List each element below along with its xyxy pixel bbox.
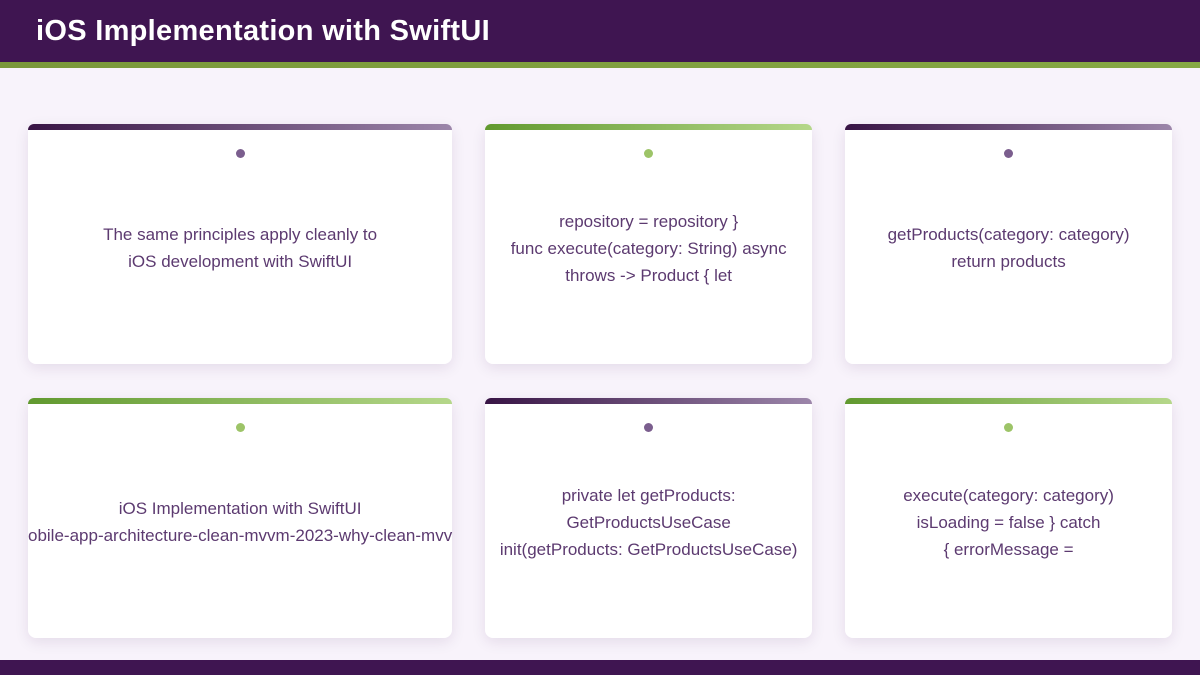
footer-strip xyxy=(0,660,1200,675)
card-accent-bar xyxy=(28,398,453,404)
card-line: The same principles apply cleanly to xyxy=(103,225,378,244)
card-line: iOS Implementation with SwiftUI xyxy=(118,499,362,518)
card-line-overflowing: obile-app-architecture-clean-mvvm-2023-w… xyxy=(28,526,453,545)
card-2: repository = repository } func execute(c… xyxy=(485,124,813,364)
bullet-dot-icon xyxy=(1004,423,1014,432)
card-3: getProducts(category: category) return p… xyxy=(845,124,1172,364)
card-accent-bar xyxy=(845,124,1172,130)
card-line: { errorMessage = xyxy=(943,539,1074,559)
card-line: func execute(category: String) async xyxy=(510,238,787,258)
card-line: iOS development with SwiftUI xyxy=(128,252,353,271)
card-grid: The same principles apply cleanly to iOS… xyxy=(0,124,1200,638)
header-divider xyxy=(0,62,1200,68)
card-line: GetProductsUseCase xyxy=(566,512,731,532)
card-text: iOS Implementation with SwiftUI obile-ap… xyxy=(28,432,452,638)
card-line: repository = repository } xyxy=(559,211,739,231)
card-text: The same principles apply cleanly to iOS… xyxy=(28,158,452,364)
card-line: getProducts(category: category) xyxy=(887,225,1130,244)
card-line: isLoading = false } catch xyxy=(916,512,1101,532)
card-text: getProducts(category: category) return p… xyxy=(845,158,1172,364)
page-header: iOS Implementation with SwiftUI xyxy=(0,0,1200,62)
card-accent-bar xyxy=(28,124,453,130)
card-text: private let getProducts: GetProductsUseC… xyxy=(485,432,812,638)
card-accent-bar xyxy=(485,124,813,130)
bullet-dot-icon xyxy=(235,149,245,158)
card-text: execute(category: category) isLoading = … xyxy=(845,432,1172,638)
card-text: repository = repository } func execute(c… xyxy=(485,158,812,364)
card-4: iOS Implementation with SwiftUI obile-ap… xyxy=(28,398,453,638)
card-5: private let getProducts: GetProductsUseC… xyxy=(485,398,813,638)
card-line: execute(category: category) xyxy=(903,485,1114,505)
page-title: iOS Implementation with SwiftUI xyxy=(36,14,490,47)
bullet-dot-icon xyxy=(644,149,654,158)
card-1: The same principles apply cleanly to iOS… xyxy=(28,124,453,364)
card-accent-bar xyxy=(845,398,1172,404)
card-line: throws -> Product { let xyxy=(565,265,733,285)
card-6: execute(category: category) isLoading = … xyxy=(845,398,1172,638)
bullet-dot-icon xyxy=(644,423,654,432)
bullet-dot-icon xyxy=(1004,149,1014,158)
card-line: init(getProducts: GetProductsUseCase) xyxy=(499,539,798,559)
card-accent-bar xyxy=(485,398,813,404)
card-line: private let getProducts: xyxy=(561,485,736,505)
card-line: return products xyxy=(951,252,1066,271)
bullet-dot-icon xyxy=(235,423,245,432)
